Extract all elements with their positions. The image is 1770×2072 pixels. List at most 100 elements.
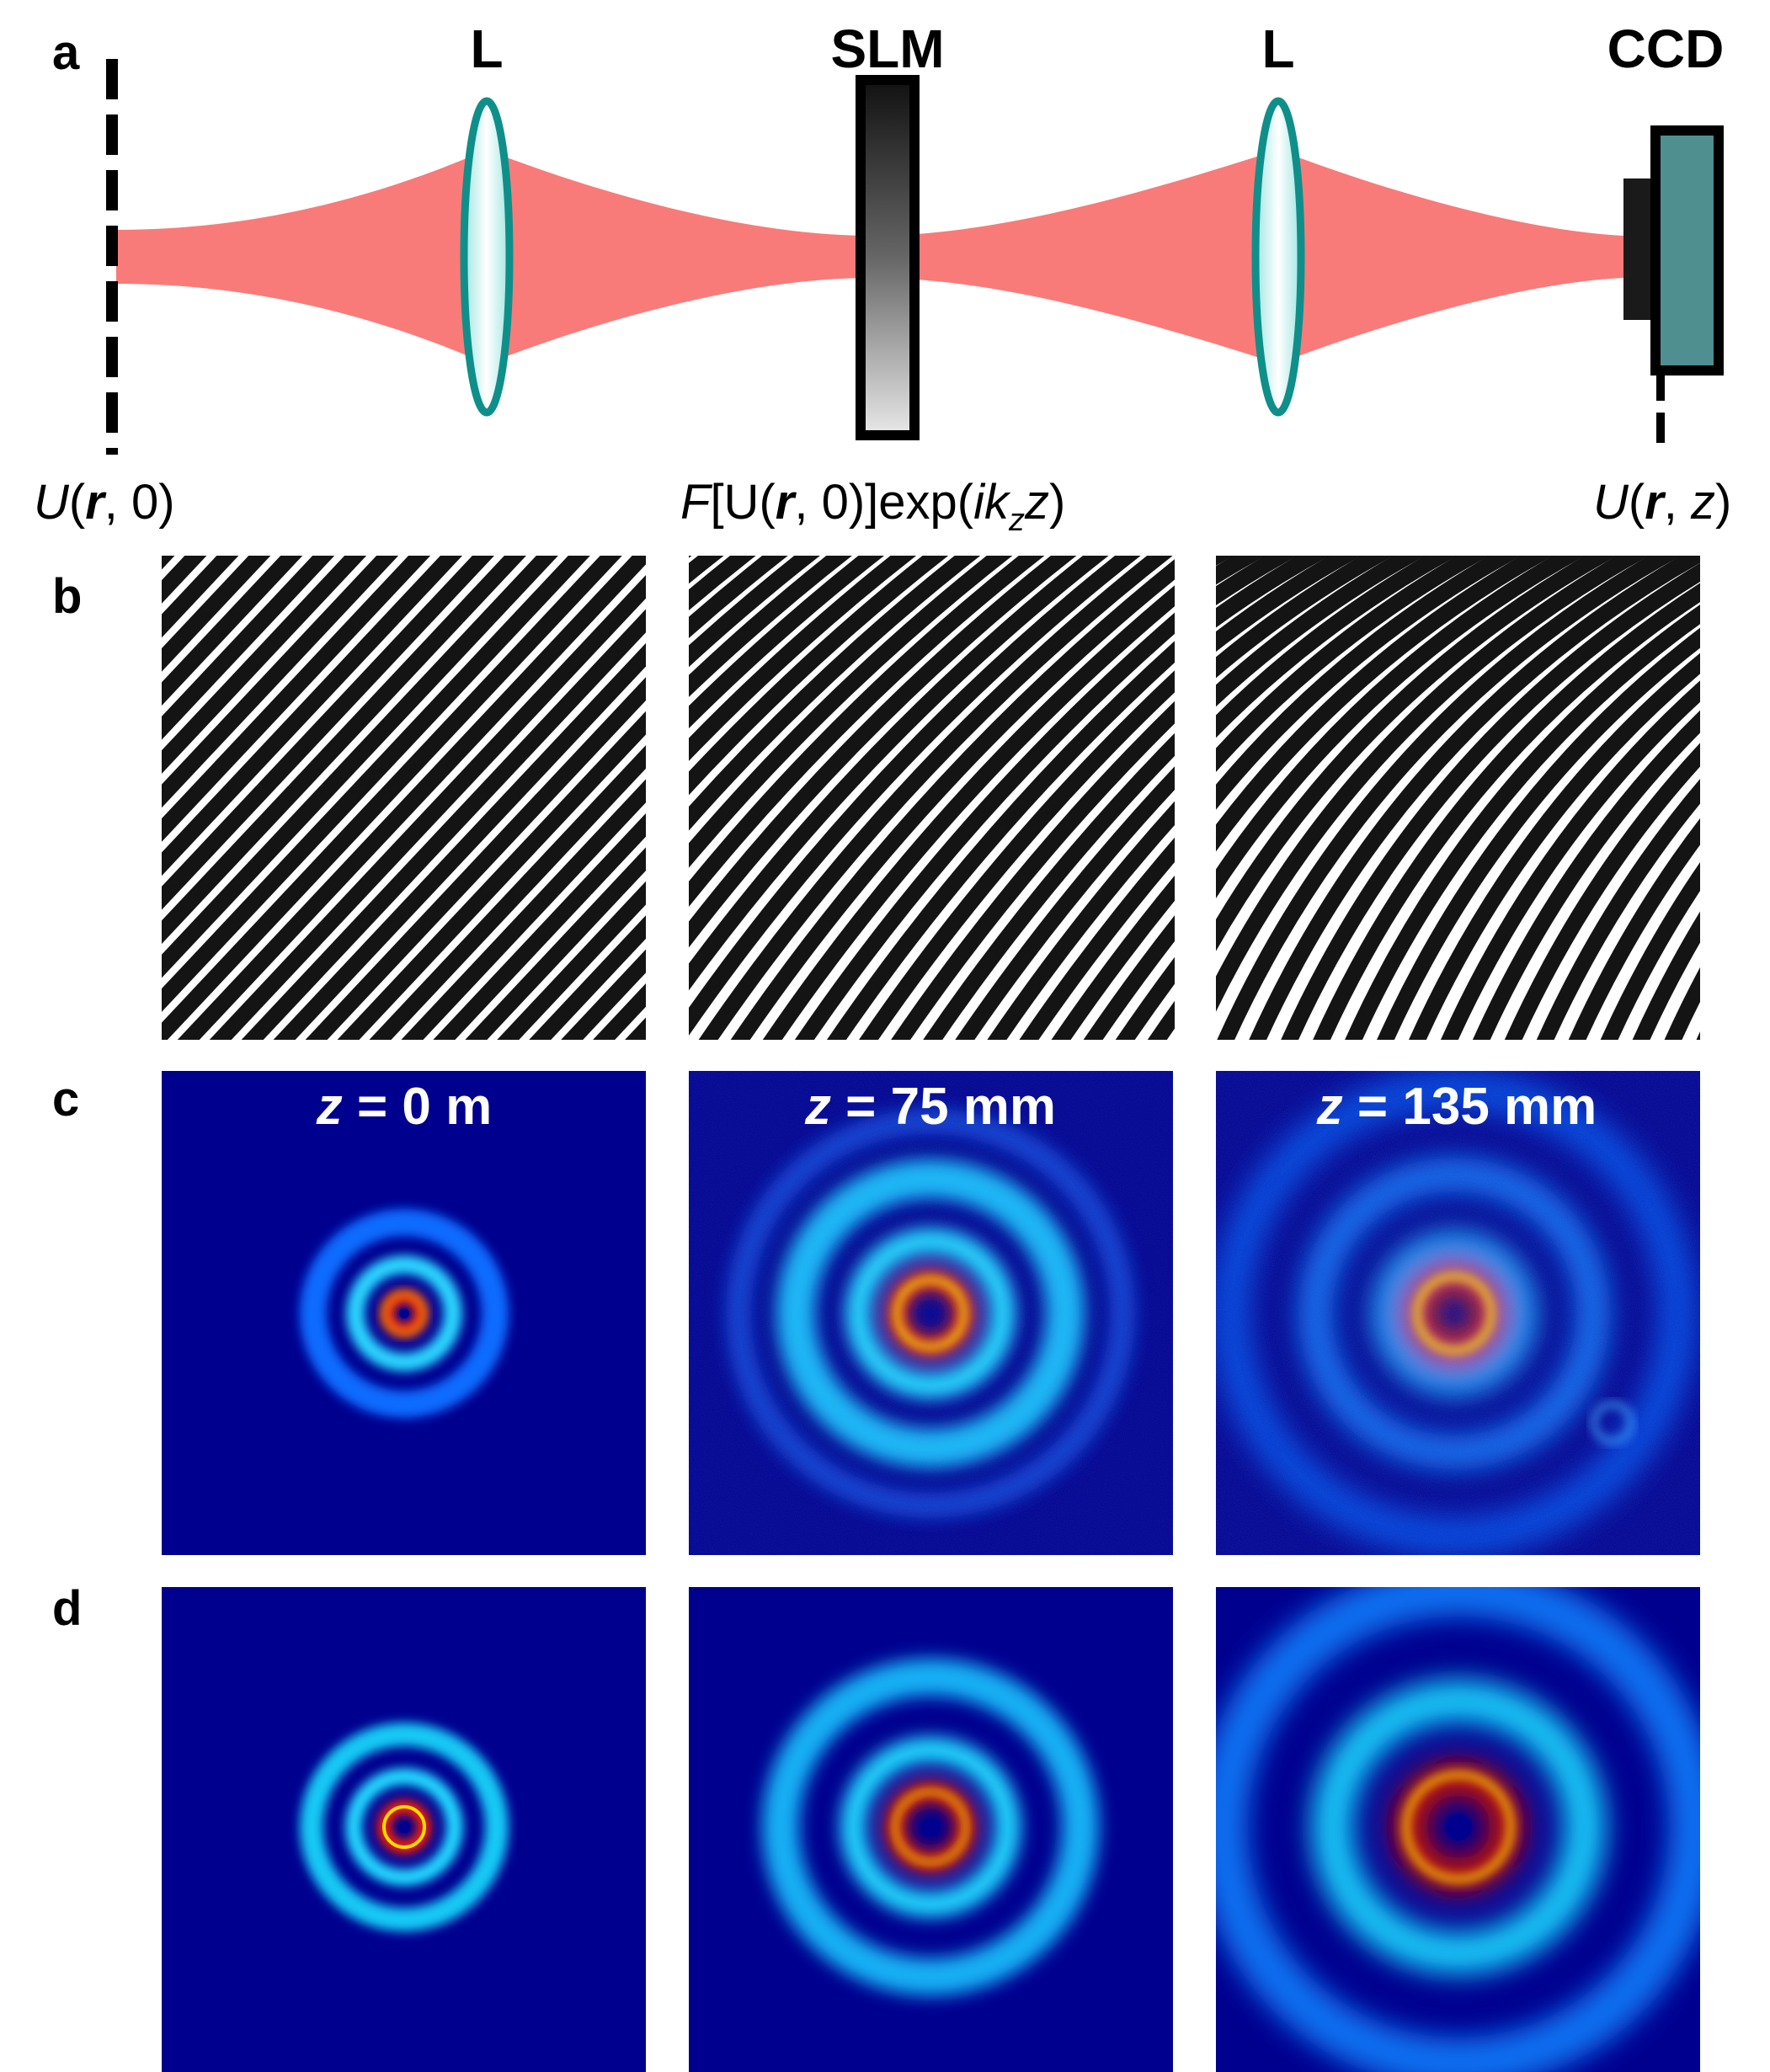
fringe-stripe [762, 585, 1175, 1040]
fringe-stripe [433, 812, 646, 1040]
fringe-stripe [305, 677, 646, 1040]
hologram-strongly-curved [1216, 522, 1770, 1073]
experimental-profile-z75 [689, 1071, 1173, 1555]
panel-label-d: d [52, 1581, 82, 1636]
panel-d-simulation: d [52, 1581, 1700, 2072]
fringe-stripe [689, 556, 852, 697]
fringe-stripe [1083, 915, 1175, 1040]
input-field-label: U(r, 0) [34, 475, 175, 530]
fringe-stripe [827, 641, 1175, 1040]
fringe-stripe [177, 556, 646, 1040]
fringe-stripe [1216, 556, 1330, 628]
fringe-stripe [1536, 779, 1700, 1040]
fringe-stripe [465, 847, 646, 1040]
panel-label-c: c [52, 1072, 79, 1127]
fringe-stripe [162, 556, 271, 672]
fringe-stripe [955, 766, 1175, 1040]
fringe-stripe [1377, 627, 1700, 1040]
lens-1 [460, 97, 514, 417]
fringe-stripe [1696, 1031, 1700, 1040]
fringe-stripe [689, 556, 1045, 908]
fringe-stripe [1051, 875, 1175, 1040]
fringe-stripe [689, 556, 788, 638]
fringe-stripe [1441, 680, 1700, 1040]
fringe-stripe [689, 556, 1109, 991]
simulated-profile-z135 [1216, 1587, 1700, 2072]
panel-b-holograms: b [0, 522, 1770, 1073]
fringe-stripe [689, 556, 1013, 868]
fringe-stripe [1409, 652, 1700, 1040]
hologram-straight [0, 522, 646, 1073]
fringe-stripe [162, 556, 558, 978]
fringe-stripe [794, 612, 1175, 1040]
z-label-75: z = 75 mm [804, 1078, 1056, 1136]
fringe-stripe [401, 779, 646, 1040]
panel-label-a: a [52, 25, 80, 80]
fringe-stripe [1216, 556, 1426, 707]
ccd-camera [1623, 125, 1724, 455]
lens-1-label: L [470, 19, 503, 79]
slm-device [856, 75, 920, 440]
hologram-slightly-curved [689, 556, 1175, 1040]
fringe-stripe [1632, 911, 1700, 1040]
slm-label: SLM [830, 19, 944, 79]
fringe-stripe [1216, 556, 1490, 773]
fringe-stripe [561, 949, 646, 1040]
fringe-stripe [1249, 556, 1700, 1040]
z-label-0: z = 0 m [316, 1078, 493, 1136]
fringe-stripe [529, 915, 646, 1040]
fringe-stripe [1216, 556, 1458, 738]
experimental-profile-z135 [1216, 1071, 1700, 1555]
fringe-stripe [162, 556, 463, 876]
fringe-stripe [1019, 837, 1175, 1040]
fringe-stripe [162, 556, 431, 842]
fringe-stripe [689, 556, 820, 668]
fringe-stripe [859, 670, 1175, 1040]
fringe-stripe [162, 556, 367, 774]
fringe-stripe [689, 556, 756, 611]
experimental-profile-z0 [162, 1071, 646, 1555]
fourier-field-label: F[U(r, 0)]exp(ikzz) [680, 475, 1065, 538]
fringe-stripe [689, 556, 917, 761]
fringe-stripe [1568, 818, 1700, 1040]
fringe-stripe [689, 556, 1141, 1036]
fringe-stripe [162, 556, 622, 1040]
fringe-stripe [369, 745, 646, 1040]
fringe-stripe [689, 556, 981, 831]
fringe-stripe [1216, 556, 1522, 810]
panel-c-experiment: c [52, 1071, 1700, 1555]
fringe-stripe [730, 559, 1175, 1040]
fringe-stripe [1216, 556, 1394, 679]
fringe-stripe [1281, 562, 1700, 1040]
panel-label-b: b [52, 569, 82, 624]
panel-a-setup: a L SLM L CCD U(r, 0) F[U(r, 0)]exp(ikzz… [34, 19, 1731, 538]
fringe-stripe [1504, 743, 1700, 1040]
fringe-stripe [162, 556, 590, 1012]
fringe-stripe [689, 556, 885, 729]
simulated-profile-z75 [689, 1587, 1173, 2072]
fringe-stripe [987, 801, 1175, 1040]
fringe-stripe [1472, 710, 1700, 1040]
fringe-stripe [0, 522, 99, 1073]
fringe-stripe [497, 881, 646, 1040]
fringe-stripe [1754, 522, 1770, 1073]
fringe-stripe [1345, 605, 1700, 1040]
fringe-stripe [209, 575, 646, 1040]
fringe-stripe [1313, 583, 1700, 1040]
fringe-stripe [698, 556, 1173, 1040]
fringe-stripe [689, 556, 949, 796]
fringe-stripe [1216, 556, 1650, 1012]
fringe-stripe [1216, 556, 1554, 852]
fringe-stripe [162, 556, 494, 910]
fringe-stripe [923, 732, 1175, 1040]
z-label-135: z = 135 mm [1316, 1078, 1597, 1136]
simulated-profile-z0 [162, 1587, 646, 2072]
fringe-stripe [337, 711, 646, 1040]
fringe-stripe [1722, 522, 1770, 1073]
fringe-stripe [1115, 956, 1175, 1040]
fringe-stripe [162, 556, 399, 808]
fringe-stripe [162, 556, 239, 638]
fringe-stripe [273, 642, 646, 1040]
fringe-stripe [1600, 862, 1700, 1040]
